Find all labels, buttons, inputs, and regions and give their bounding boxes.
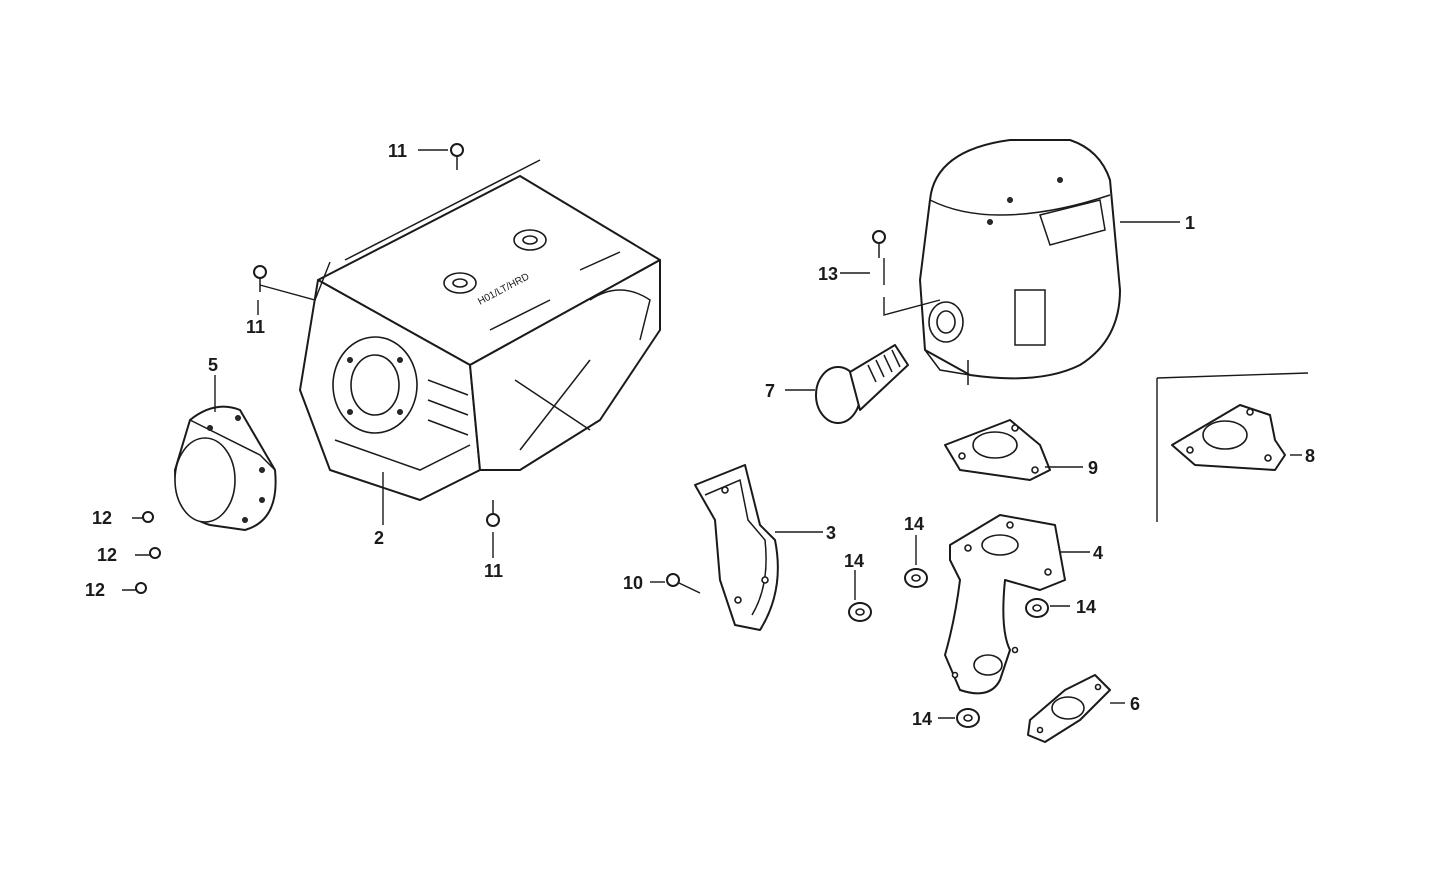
callout-10: 10 — [623, 573, 643, 593]
gasket-part-9 — [944, 419, 1051, 481]
leader-lines — [214, 149, 1302, 719]
callout-14-c: 14 — [1076, 597, 1096, 617]
nut-14-c — [1025, 598, 1049, 618]
callout-3: 3 — [826, 523, 836, 543]
callout-14-d: 14 — [912, 709, 932, 729]
callout-9: 9 — [1088, 458, 1098, 478]
callout-7: 7 — [765, 381, 775, 401]
exhaust-manifold-part-4 — [944, 514, 1066, 695]
bolt-11-left — [253, 265, 267, 292]
muffler-stay-part-3 — [694, 464, 779, 631]
callout-8: 8 — [1305, 446, 1315, 466]
muffler-protector-part-2: H01/LT/HRD — [299, 159, 661, 501]
muffler-end-cap-part-5 — [174, 405, 277, 531]
callout-13: 13 — [818, 264, 838, 284]
callout-12-c: 12 — [85, 580, 105, 600]
callout-11-left: 11 — [246, 317, 265, 337]
muffler-part-1 — [919, 139, 1121, 385]
callout-1: 1 — [1185, 213, 1195, 233]
screw-12-b — [135, 547, 161, 559]
callout-6: 6 — [1130, 694, 1140, 714]
bolt-13 — [872, 230, 886, 258]
callout-12-b: 12 — [97, 545, 117, 565]
callout-11-bottom: 11 — [484, 561, 503, 581]
screw-12-c — [122, 582, 147, 594]
gasket-part-8 — [1156, 372, 1309, 522]
callout-5: 5 — [208, 355, 218, 375]
callout-2: 2 — [374, 528, 384, 548]
callout-14-a: 14 — [904, 514, 924, 534]
callout-12-a: 12 — [92, 508, 112, 528]
bolt-11-bottom — [486, 500, 500, 527]
tailpipe-part-7 — [815, 344, 909, 424]
gasket-part-6 — [1027, 674, 1111, 743]
screw-12-a — [132, 511, 154, 523]
callout-labels: 1 2 3 4 5 6 7 8 9 10 11 11 11 12 12 12 1… — [85, 141, 1315, 729]
bolt-11-top — [450, 143, 464, 170]
bolt-10 — [666, 573, 701, 594]
nut-14-a — [904, 568, 928, 588]
callout-14-b: 14 — [844, 551, 864, 571]
nut-14-b — [848, 602, 872, 622]
nut-14-d — [956, 708, 980, 728]
callout-4: 4 — [1093, 543, 1103, 563]
callout-11-top: 11 — [388, 141, 407, 161]
